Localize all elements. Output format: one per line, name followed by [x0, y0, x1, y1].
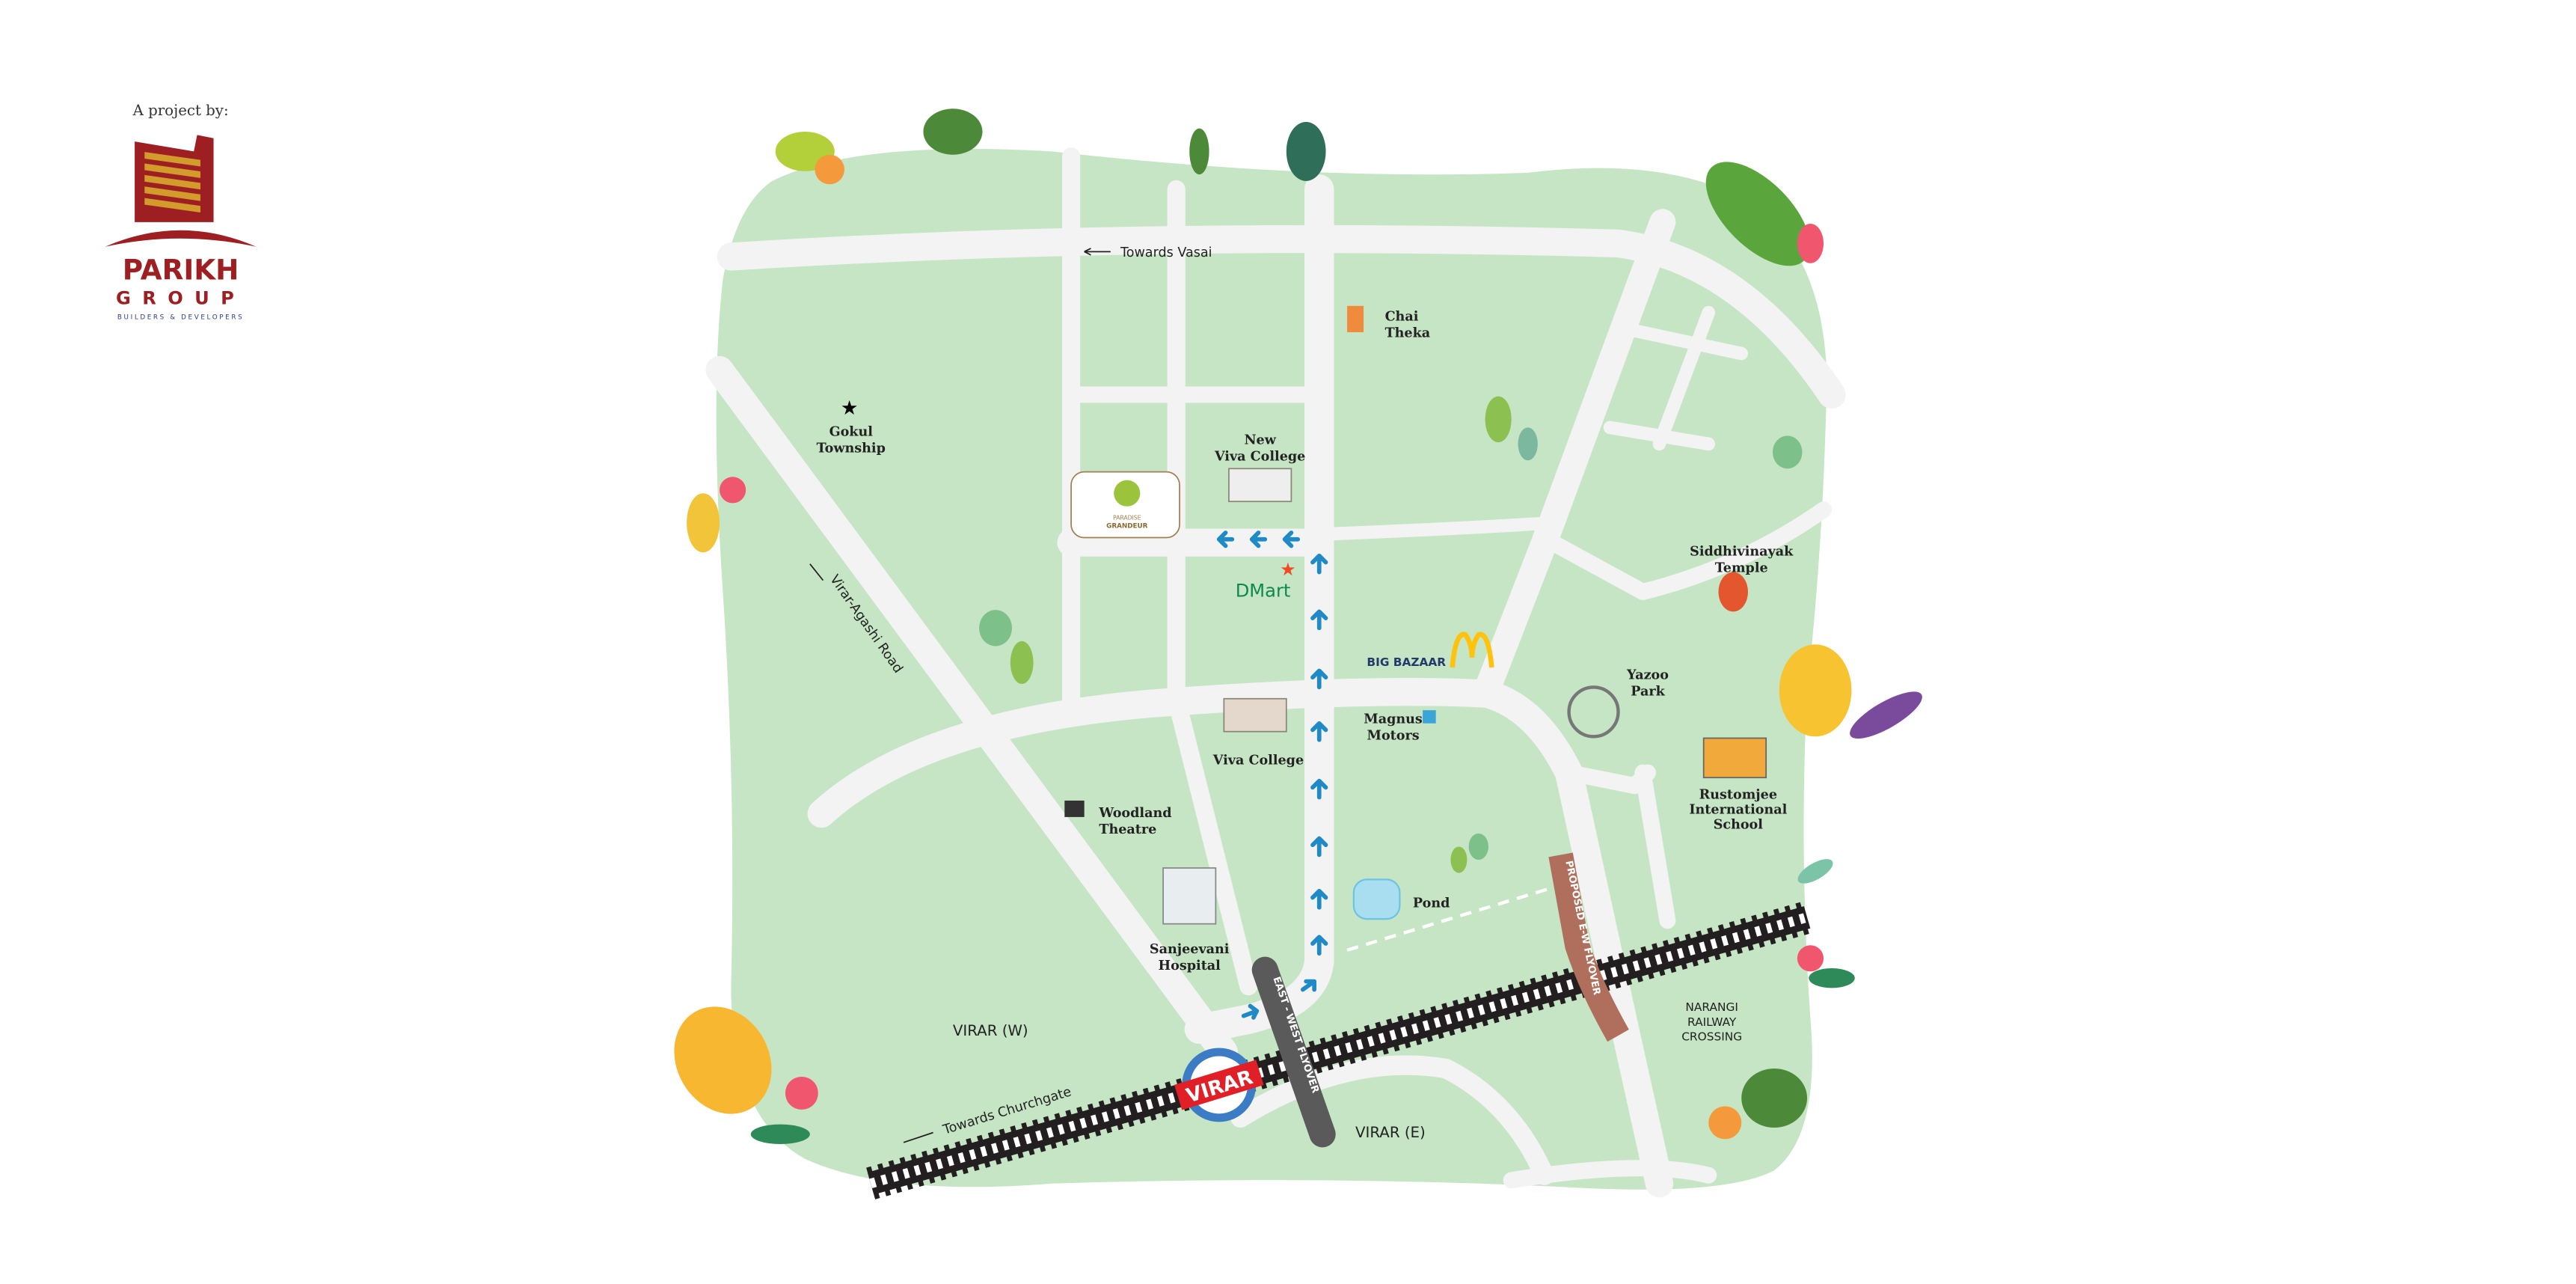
svg-text:Township: Township: [817, 441, 886, 456]
logo-name: PARIKH: [123, 254, 239, 287]
decorative-plants: [674, 108, 1922, 1145]
sanjeevani-hospital: Sanjeevani Hospital: [1150, 867, 1230, 973]
svg-text:Yazoo: Yazoo: [1626, 667, 1669, 682]
paradise-grandeur-marker[interactable]: PARADISE GRANDEUR: [1070, 471, 1180, 539]
logo-tagline: BUILDERS & DEVELOPERS: [117, 314, 244, 321]
svg-text:New: New: [1244, 432, 1276, 447]
towards-vasai-label: Towards Vasai: [1120, 245, 1212, 260]
railway-track: [866, 901, 1812, 1199]
yazoo-park: Yazoo Park: [1567, 667, 1669, 739]
star-icon: ★: [1280, 559, 1296, 580]
ganesha-icon: [1718, 572, 1748, 612]
parikh-group-logo: A project by: PARIKH GROUP BUILDERS & DE…: [105, 102, 257, 321]
svg-text:Siddhivinayak: Siddhivinayak: [1690, 545, 1794, 560]
logo-group: GROUP: [116, 288, 245, 309]
svg-text:Rustomjee: Rustomjee: [1699, 788, 1777, 803]
svg-text:NARANGI: NARANGI: [1685, 1000, 1738, 1014]
svg-text:Park: Park: [1631, 684, 1665, 699]
virar-west-label: VIRAR (W): [953, 1022, 1028, 1039]
svg-text:Viva College: Viva College: [1212, 753, 1304, 768]
dmart: ★ DMart: [1236, 559, 1296, 602]
big-bazaar-logo: BIG BAZAAR: [1367, 655, 1446, 669]
svg-text:Motors: Motors: [1367, 729, 1420, 744]
svg-text:CROSSING: CROSSING: [1681, 1030, 1742, 1044]
dmart-logo: DMart: [1236, 581, 1291, 602]
svg-text:Magnus: Magnus: [1364, 712, 1423, 727]
svg-text:Gokul: Gokul: [829, 424, 874, 439]
viva-college: Viva College: [1212, 697, 1304, 768]
svg-text:Temple: Temple: [1715, 561, 1768, 576]
route-arrows: [1216, 531, 1328, 1020]
logo-intro: A project by:: [132, 102, 229, 119]
narangi-crossing-label: NARANGI RAILWAY CROSSING: [1681, 1000, 1742, 1044]
school-building-icon: [1702, 737, 1767, 779]
svg-text:Chai: Chai: [1385, 310, 1419, 325]
chai-theka: Chai Theka: [1347, 305, 1431, 341]
project-name-line2: GRANDEUR: [1106, 522, 1147, 530]
virar-station: VIRAR: [1174, 1048, 1264, 1122]
college-building-icon: [1223, 697, 1287, 733]
svg-text:Sanjeevani: Sanjeevani: [1150, 942, 1230, 957]
svg-text:RAILWAY: RAILWAY: [1687, 1015, 1737, 1029]
pond: Pond: [1352, 878, 1450, 920]
svg-text:Woodland: Woodland: [1098, 806, 1171, 821]
magnus-motors: Magnus Motors: [1364, 710, 1436, 744]
hospital-building-icon: [1162, 867, 1217, 925]
ferris-wheel-icon: [1567, 685, 1620, 739]
project-name-line1: PARADISE: [1113, 514, 1141, 521]
woodland-theatre: Woodland Theatre: [1064, 800, 1172, 837]
movie-camera-icon: [1064, 800, 1085, 817]
svg-text:Hospital: Hospital: [1159, 959, 1221, 973]
svg-text:Viva College: Viva College: [1214, 449, 1305, 464]
svg-text:School: School: [1714, 817, 1764, 832]
rustomjee-school: Rustomjee International School: [1689, 737, 1788, 832]
tree-icons: [979, 396, 1803, 873]
svg-text:Theatre: Theatre: [1099, 822, 1156, 837]
svg-text:Theka: Theka: [1385, 326, 1431, 341]
siddhivinayak-temple: Siddhivinayak Temple: [1690, 545, 1794, 612]
svg-text:International: International: [1689, 803, 1787, 818]
college-building-icon: [1228, 468, 1292, 503]
new-viva-college: New Viva College: [1214, 432, 1305, 503]
big-bazaar-mcdonalds: BIG BAZAAR: [1367, 632, 1494, 669]
virar-east-label: VIRAR (E): [1355, 1124, 1426, 1141]
land-area: [716, 149, 1827, 1190]
mcdonalds-logo-icon: [1450, 632, 1494, 668]
gokul-township: ★ Gokul Township: [817, 397, 886, 456]
star-icon: ★: [841, 397, 859, 420]
svg-text:Pond: Pond: [1413, 896, 1450, 911]
